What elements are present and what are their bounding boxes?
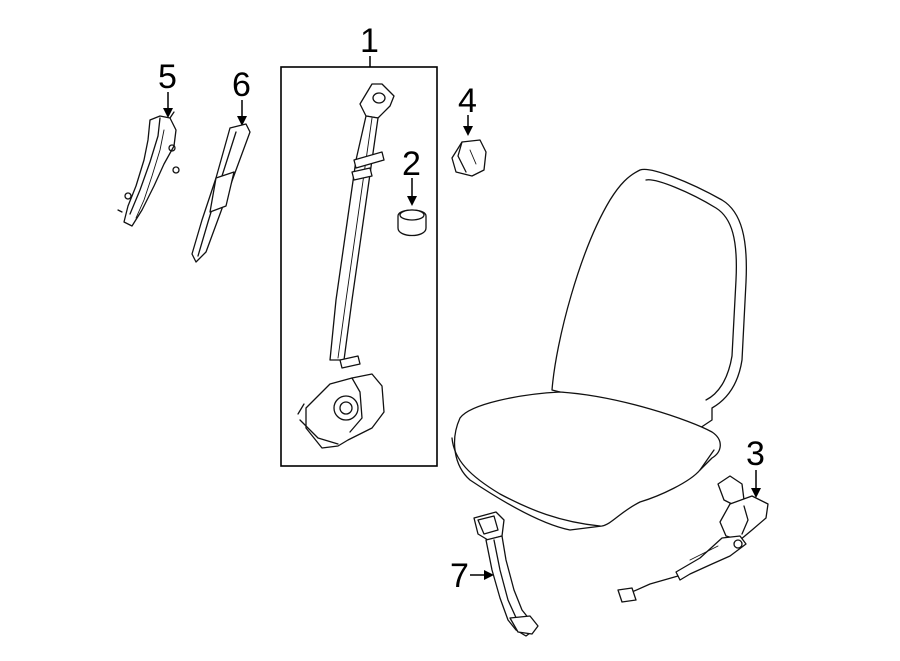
part-4-cover — [451, 115, 487, 177]
seat-outline — [451, 168, 748, 531]
part-6-trim-panel — [191, 100, 251, 263]
callout-7: 7 — [450, 557, 469, 595]
callout-4: 4 — [458, 82, 477, 120]
part-2-button — [397, 178, 427, 237]
callout-5: 5 — [158, 58, 177, 96]
callout-2: 2 — [402, 145, 421, 183]
part-1-seat-belt-assembly — [280, 56, 438, 467]
part-3-buckle-harness — [617, 470, 769, 603]
callout-6: 6 — [232, 66, 251, 104]
callout-3: 3 — [746, 435, 765, 473]
part-1-box — [280, 66, 438, 467]
part-5-height-adjuster — [117, 92, 180, 227]
callout-1: 1 — [360, 22, 379, 60]
part-7-buckle-strap — [470, 511, 539, 637]
